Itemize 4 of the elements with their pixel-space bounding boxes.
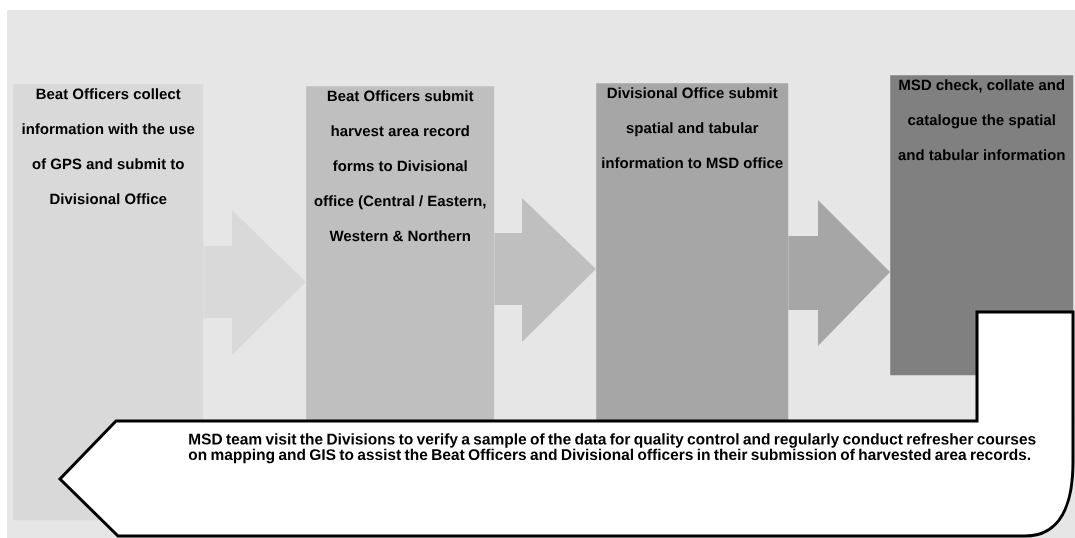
block-arrow xyxy=(494,198,596,342)
process-box: Divisional Office submit spatial and tabular information to MSD office xyxy=(596,83,789,424)
block-arrow xyxy=(203,210,306,355)
block-arrow xyxy=(788,200,890,346)
